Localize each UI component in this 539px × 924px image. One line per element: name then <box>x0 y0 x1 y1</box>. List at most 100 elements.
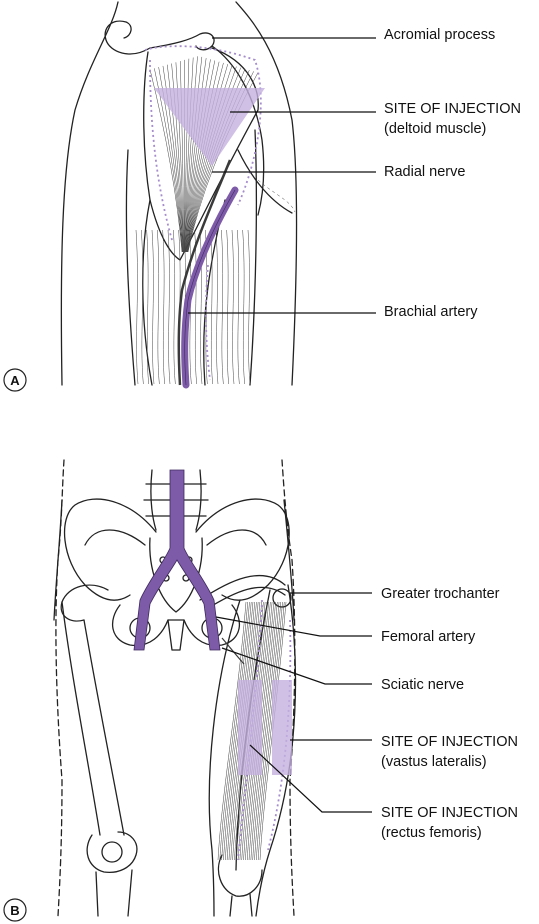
ilium-left-inner <box>84 529 146 546</box>
ilium-right-inner <box>206 529 267 546</box>
muscle-fiber <box>254 601 282 861</box>
brachial-artery-edge <box>184 189 236 386</box>
scapula-dashed <box>257 179 296 213</box>
muscle-fiber <box>146 229 149 385</box>
knee-right <box>217 854 263 897</box>
panel-a-leaders <box>188 37 376 314</box>
radial-nerve <box>177 159 232 386</box>
muscle-fiber <box>217 601 247 861</box>
label-deltoid-muscle: (deltoid muscle) <box>384 121 486 137</box>
muscle-fiber <box>162 229 165 385</box>
muscle-fiber <box>231 229 235 385</box>
leader-sciatic-nerve <box>221 647 372 685</box>
pubis-left <box>111 604 169 647</box>
deltoid-left-dots <box>149 59 173 241</box>
panel-b-illustration <box>53 459 297 917</box>
femur-left-shaft <box>61 601 101 836</box>
panel-b-badge: B <box>3 898 27 922</box>
muscle-fiber <box>247 229 251 385</box>
leader-femoral-artery <box>215 616 372 637</box>
label-greater-trochanter: Greater trochanter <box>381 586 500 602</box>
rectus-femoris-site <box>238 680 262 775</box>
muscle-fiber <box>210 229 213 385</box>
arm-outline <box>60 1 119 386</box>
muscle-fiber <box>215 229 219 385</box>
muscle-fiber <box>221 229 224 385</box>
label-site-injection-vastus: SITE OF INJECTION <box>381 734 518 750</box>
thigh-right-outer <box>255 584 297 917</box>
panel-b-circle <box>3 898 27 922</box>
panel-a-badge: A <box>3 368 27 392</box>
muscle-fiber <box>256 601 283 861</box>
muscle-fiber <box>135 229 139 385</box>
panel-b-letter: B <box>10 903 19 918</box>
muscle-fiber <box>173 229 176 385</box>
muscle-fiber <box>157 229 160 385</box>
panel-a-labels: Acromial process SITE OF INJECTION (delt… <box>384 27 521 320</box>
deltoid-injection-site <box>154 88 265 166</box>
sciatic-nerve <box>221 637 245 665</box>
panel-a-illustration <box>60 1 298 389</box>
torso-left-solid <box>53 499 63 621</box>
acromion-hook <box>104 20 151 55</box>
muscle-fiber <box>223 601 252 861</box>
sacrum <box>149 537 203 613</box>
muscle-fiber <box>184 56 198 253</box>
triceps-right <box>249 129 258 386</box>
clavicle-process <box>149 32 215 51</box>
label-site-injection-rectus: SITE OF INJECTION <box>381 805 518 821</box>
label-sciatic-nerve: Sciatic nerve <box>381 677 464 693</box>
muscle-fiber <box>167 229 171 385</box>
scapula-edge <box>211 45 265 216</box>
ilium-left <box>63 498 157 601</box>
muscle-fiber <box>237 229 240 385</box>
muscle-fiber <box>221 601 250 861</box>
panel-b-leaders <box>215 592 372 813</box>
pubis-right <box>183 604 241 647</box>
thigh-right-inner <box>208 599 241 917</box>
panel-a-circle <box>3 368 27 392</box>
arm-lower-dots <box>205 264 211 381</box>
leader-rectus-femoris <box>249 744 372 813</box>
patella-left <box>101 841 123 863</box>
tibia-left <box>95 869 133 917</box>
muscle-fiber <box>194 229 197 385</box>
muscle-fiber <box>185 59 211 253</box>
muscle-fiber <box>226 229 229 385</box>
muscle-fiber <box>185 61 220 253</box>
label-vastus-lateralis: (vastus lateralis) <box>381 754 487 770</box>
muscle-fiber <box>184 56 203 253</box>
femur-left-shaft-2 <box>83 619 125 836</box>
panel-a-letter: A <box>10 373 20 388</box>
ilium-right <box>195 498 290 601</box>
muscle-fiber <box>141 229 144 385</box>
muscle-fiber <box>219 601 248 861</box>
muscle-fiber <box>149 69 183 253</box>
panel-b-labels: Greater trochanter Femoral artery Sciati… <box>381 586 518 841</box>
muscle-fiber <box>151 229 155 385</box>
muscle-fiber <box>252 601 280 861</box>
muscle-fiber <box>250 601 278 861</box>
muscle-fiber <box>184 58 207 253</box>
muscle-fiber <box>183 58 190 253</box>
knee-left <box>86 831 138 874</box>
torso-right <box>281 459 296 917</box>
knee-right-lower <box>229 893 253 917</box>
label-site-injection-deltoid: SITE OF INJECTION <box>384 101 521 117</box>
label-rectus-femoris: (rectus femoris) <box>381 825 482 841</box>
femur-left-head <box>60 584 109 622</box>
scapula-inner <box>237 149 293 214</box>
muscle-fiber <box>184 57 194 253</box>
aorta <box>133 469 221 651</box>
label-femoral-artery: Femoral artery <box>381 629 476 645</box>
trunk-outline <box>235 1 298 386</box>
label-acromial-process: Acromial process <box>384 27 495 43</box>
muscle-fiber <box>242 229 245 385</box>
greater-trochanter <box>272 588 292 608</box>
pubic-symphysis <box>167 619 185 651</box>
muscle-fiber <box>185 60 216 253</box>
muscle-fiber <box>257 601 285 861</box>
muscle-fiber <box>259 601 287 861</box>
muscle-fiber <box>225 601 254 861</box>
